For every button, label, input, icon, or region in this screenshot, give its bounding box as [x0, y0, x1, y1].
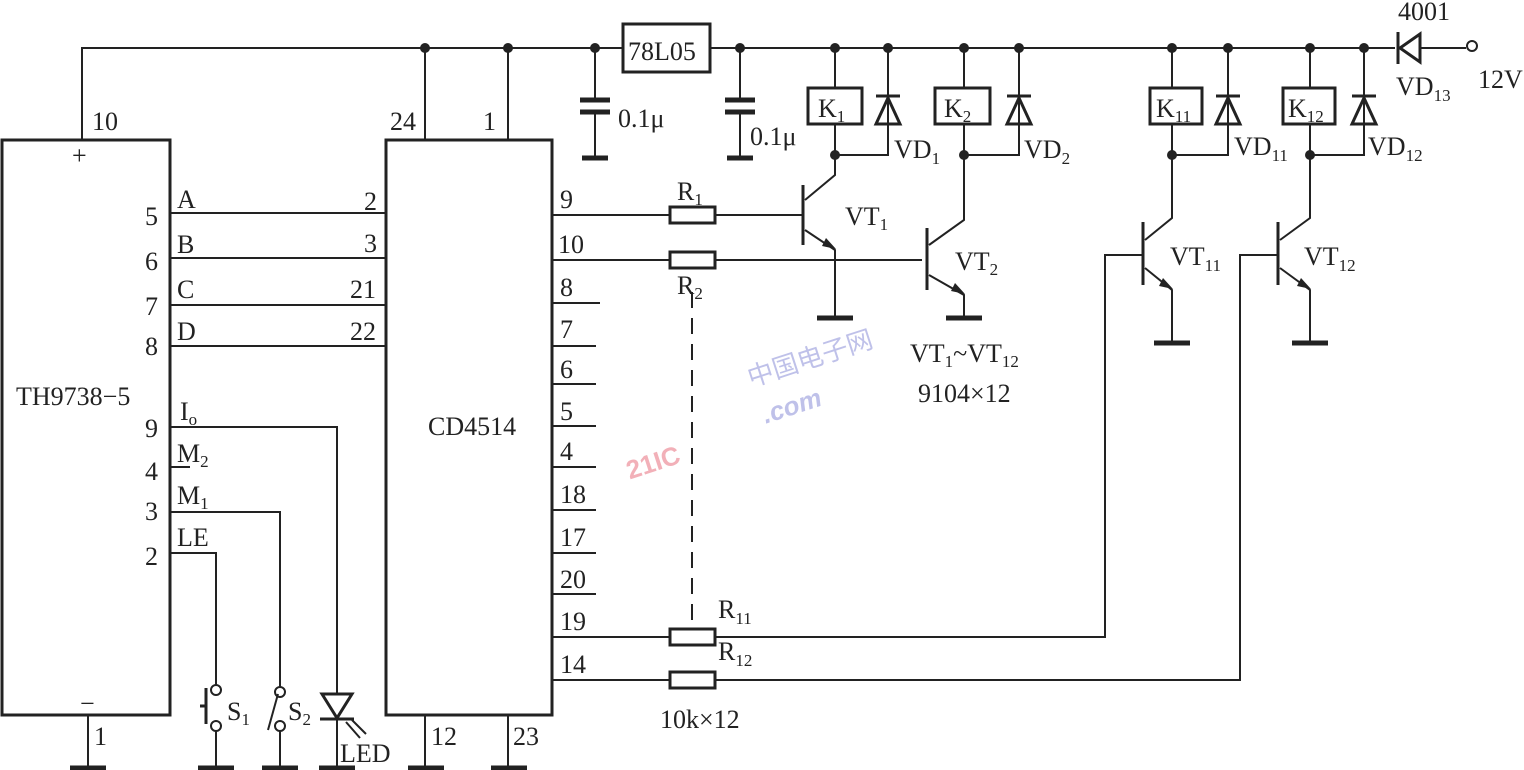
- c2-label: 0.1μ: [750, 122, 796, 151]
- svg-text:中国电子网: 中国电子网: [744, 325, 877, 393]
- svg-text:20: 20: [560, 565, 586, 594]
- relay-stage-11: [1141, 48, 1243, 346]
- vd1-label: VD1: [894, 135, 940, 168]
- svg-text:12: 12: [431, 722, 457, 751]
- vd13-label: VD13: [1396, 72, 1451, 105]
- watermark-logo: 21IC .com 中国电子网: [622, 325, 876, 485]
- r2-label: R2: [677, 271, 703, 303]
- vt11-label: VT11: [1170, 242, 1221, 275]
- svg-text:9: 9: [145, 414, 158, 443]
- pin-label: 10: [92, 107, 118, 136]
- svg-text:23: 23: [513, 722, 539, 751]
- encoder-pin-numbers: 5 6 7 8 9 4 3 2: [145, 202, 158, 571]
- svg-text:D: D: [177, 317, 196, 346]
- diode-vd13: [1396, 31, 1422, 65]
- switch-s1: [200, 684, 222, 732]
- svg-text:7: 7: [560, 315, 573, 344]
- svg-text:19: 19: [560, 607, 586, 636]
- svg-text:3: 3: [364, 229, 377, 258]
- led-label: LED: [340, 739, 391, 768]
- svg-text:4: 4: [145, 457, 158, 486]
- control-wires: [170, 426, 338, 768]
- r11-label: R11: [718, 595, 752, 628]
- supply-terminal: [1466, 40, 1478, 52]
- minus-sign: −: [80, 689, 95, 718]
- svg-text:B: B: [177, 230, 194, 259]
- svg-text:LE: LE: [177, 523, 209, 552]
- capacitor-c1: [580, 48, 610, 161]
- svg-text:6: 6: [560, 355, 573, 384]
- svg-text:5: 5: [145, 202, 158, 231]
- regulator-78l05: [621, 22, 712, 74]
- plus-sign: +: [72, 141, 87, 170]
- svg-text:10: 10: [558, 230, 584, 259]
- decoder-pin-numbers: 24 1 2 3 21 22 12 23 9 10 8 7 6 5 4 18 1…: [350, 107, 586, 751]
- svg-text:C: C: [177, 275, 194, 304]
- svg-text:7: 7: [145, 292, 158, 321]
- encoder-label: TH9738−5: [16, 382, 130, 411]
- vd11-label: VD11: [1234, 132, 1288, 165]
- k2-label: K2: [944, 94, 971, 126]
- k1-label: K1: [818, 94, 845, 126]
- vd13-type-label: 4001: [1398, 0, 1450, 26]
- relay-stage-12: [1276, 48, 1379, 346]
- capacitor-c2: [725, 48, 755, 161]
- svg-text:17: 17: [560, 523, 586, 552]
- svg-text:4: 4: [560, 437, 573, 466]
- svg-text:Io: Io: [180, 397, 197, 429]
- k12-label: K12: [1288, 94, 1324, 126]
- regulator-label: 78L05: [628, 37, 696, 66]
- svg-text:2: 2: [364, 187, 377, 216]
- pin-label: 1: [94, 722, 107, 751]
- svg-text:1: 1: [483, 107, 496, 136]
- svg-text:21: 21: [350, 275, 376, 304]
- supply-voltage-label: 12V: [1478, 65, 1523, 94]
- svg-text:3: 3: [145, 497, 158, 526]
- svg-text:.com: .com: [758, 382, 825, 429]
- svg-text:A: A: [177, 185, 196, 214]
- svg-text:5: 5: [560, 397, 573, 426]
- relay-stage-1: [801, 48, 903, 321]
- svg-text:22: 22: [350, 317, 376, 346]
- svg-text:6: 6: [145, 247, 158, 276]
- transistor-range-label: VT1~VT12: [910, 339, 1019, 371]
- resistor-value-label: 10k×12: [660, 705, 740, 734]
- svg-text:8: 8: [145, 332, 158, 361]
- s2-label: S2: [288, 697, 311, 729]
- switch-s2: [267, 686, 286, 732]
- r1-label: R1: [677, 177, 703, 209]
- svg-text:18: 18: [560, 480, 586, 509]
- vd12-label: VD12: [1368, 132, 1423, 165]
- vd2-label: VD2: [1024, 135, 1070, 168]
- svg-text:M2: M2: [177, 439, 209, 471]
- relay-stage-2: [925, 48, 1034, 321]
- svg-text:24: 24: [390, 107, 416, 136]
- svg-text:9: 9: [560, 185, 573, 214]
- k11-label: K11: [1156, 94, 1191, 126]
- vt12-label: VT12: [1304, 242, 1356, 275]
- c1-label: 0.1μ: [618, 104, 664, 133]
- s1-label: S1: [227, 697, 250, 729]
- led: [319, 692, 367, 739]
- svg-text:21IC: 21IC: [622, 440, 684, 486]
- svg-text:14: 14: [560, 650, 586, 679]
- vt1-label: VT1: [845, 202, 888, 234]
- decoder-label: CD4514: [428, 412, 516, 441]
- r12-label: R12: [718, 637, 752, 670]
- encoder-signal-names: A B C D Io M2 M1 LE: [177, 185, 209, 552]
- svg-text:8: 8: [560, 273, 573, 302]
- data-bus: [170, 212, 386, 468]
- transistor-type-label: 9104×12: [918, 379, 1011, 408]
- svg-text:M1: M1: [177, 481, 209, 513]
- vt2-label: VT2: [955, 247, 998, 279]
- ic-cd4514: [384, 138, 554, 717]
- resistors: [552, 205, 1278, 690]
- svg-text:2: 2: [145, 542, 158, 571]
